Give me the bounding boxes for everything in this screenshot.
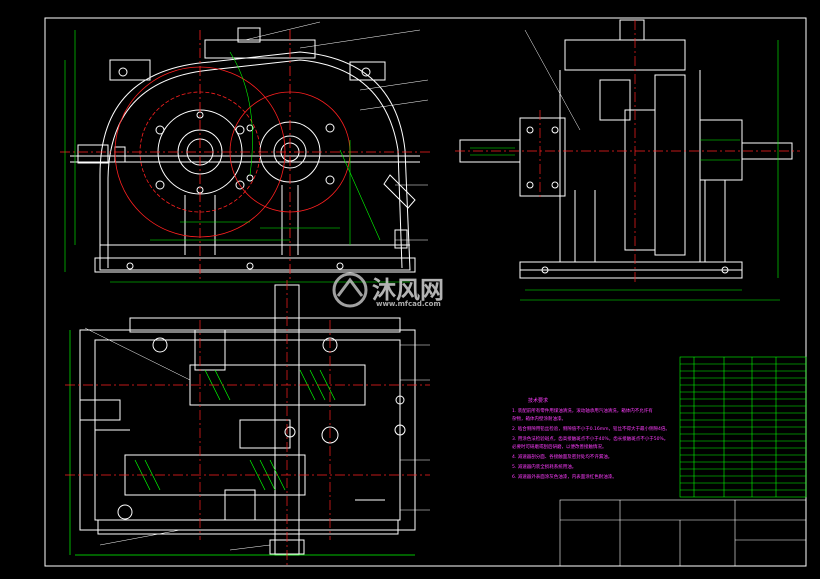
watermark-brand: 沐风网: [372, 276, 444, 304]
plan-view-hatching: [69, 330, 415, 556]
note-line: 必要时可研磨或刮后研磨，以便改善接触情况。: [512, 443, 607, 450]
note-line: 3. 用涂色法检验斑点，齿高接触斑点不小于40%，齿长接触斑点不小于50%。: [512, 435, 668, 442]
front-view: [70, 27, 420, 273]
note-line: 4. 减速器剖分面、各接触面及密封处均不许漏油。: [512, 453, 612, 460]
note-line: 6. 减速器外表面涂灰色油漆，内表面涂红色耐油漆。: [512, 473, 617, 480]
plan-view: [79, 284, 416, 556]
technical-notes: 技术要求 1. 装配前所有零件用煤油清洗，滚动轴承用汽油清洗，箱体内不允许有 杂…: [512, 397, 670, 480]
note-line: 2. 啮合侧隙用铅丝检验，侧隙值不小于0.16mm，铅丝不得大于最小侧隙4倍。: [512, 425, 670, 432]
parts-list: [679, 356, 807, 498]
front-view-dimensions: [64, 30, 410, 283]
watermark-logo: [332, 272, 368, 308]
side-view-dimensions: [470, 40, 780, 301]
title-block: [559, 499, 807, 567]
notes-title: 技术要求: [528, 397, 548, 404]
watermark: 沐风网 www.mfcad.com: [332, 272, 444, 308]
note-line: 杂物，箱体内壁涂耐油漆。: [512, 415, 566, 422]
side-view: [459, 19, 793, 279]
watermark-url: www.mfcad.com: [376, 300, 441, 308]
leader-lines: [84, 21, 581, 551]
drawing-border: [44, 17, 807, 567]
note-line: 1. 装配前所有零件用煤油清洗，滚动轴承用汽油清洗，箱体内不允许有: [512, 407, 653, 414]
note-line: 5. 减速器内装全损耗系统用油。: [512, 463, 576, 470]
side-view-centerlines: [455, 20, 800, 285]
plan-view-centerlines: [65, 280, 430, 565]
